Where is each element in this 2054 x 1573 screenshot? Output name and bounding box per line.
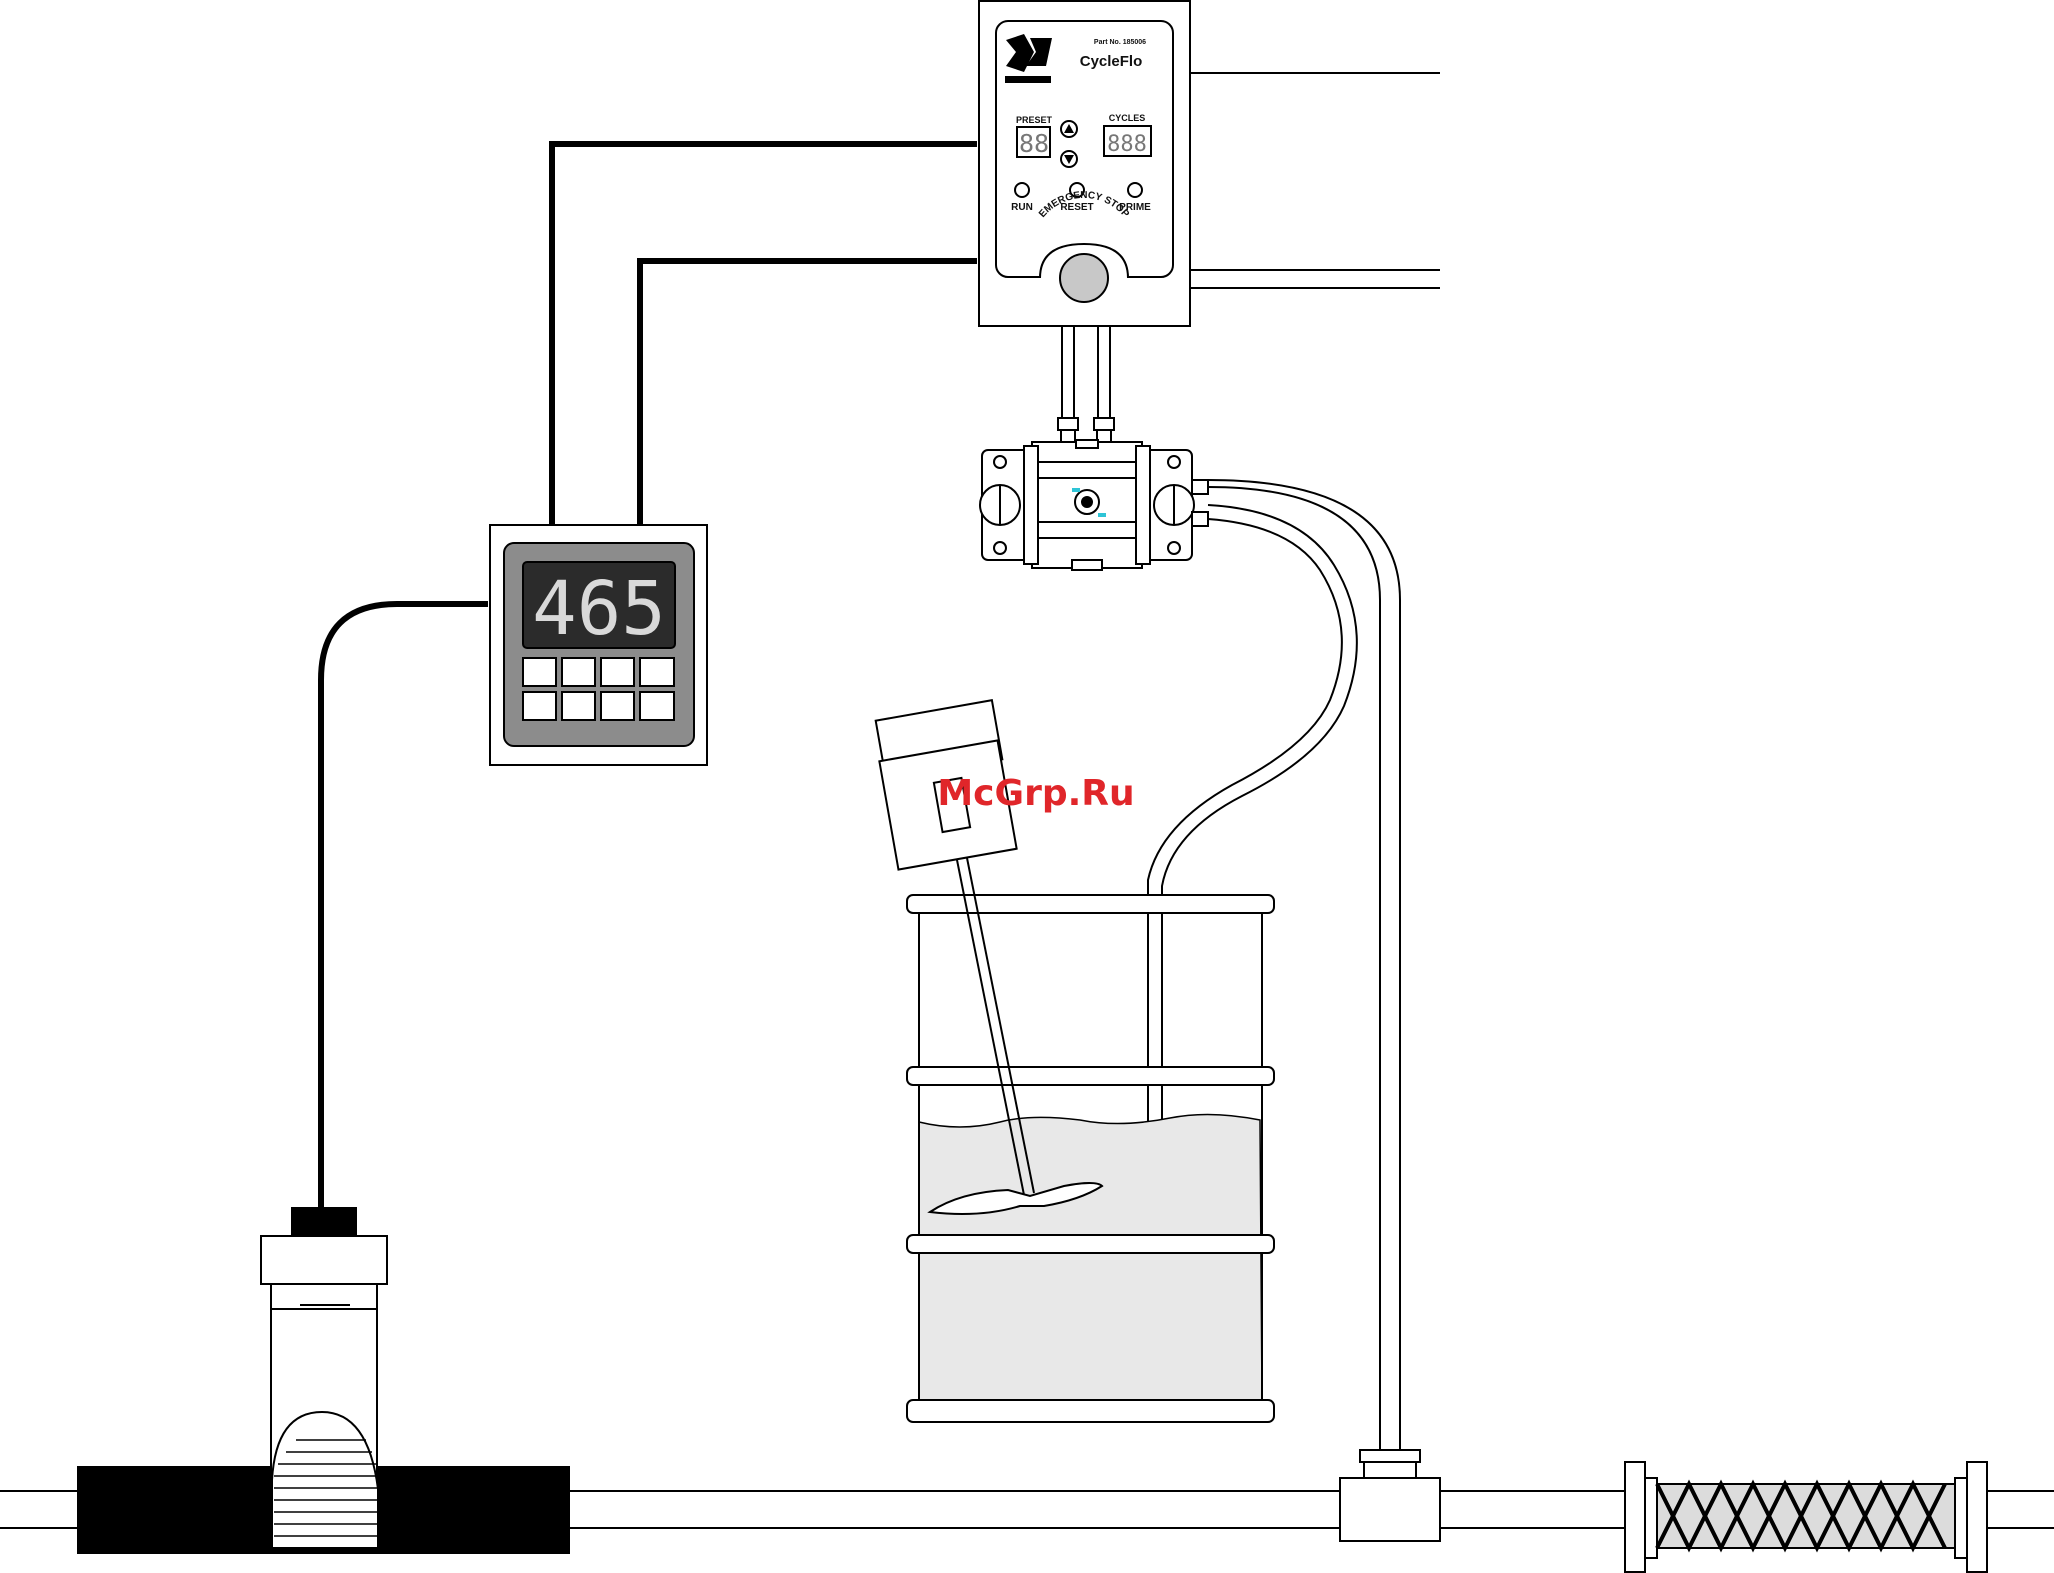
meter-key[interactable] bbox=[562, 658, 595, 686]
controller-to-pump-tubes bbox=[1062, 326, 1110, 418]
static-mixer bbox=[1625, 1462, 1987, 1572]
meter-key[interactable] bbox=[523, 692, 556, 720]
run-label: RUN bbox=[1011, 202, 1033, 213]
preset-label: PRESET bbox=[1016, 115, 1053, 125]
meter-key[interactable] bbox=[640, 658, 674, 686]
controller-part-number: Part No. 185006 bbox=[1094, 39, 1146, 46]
increment-button[interactable] bbox=[1061, 121, 1077, 137]
preset-display-value: 88 bbox=[1019, 129, 1049, 158]
controller-brand: CycleFlo bbox=[1080, 53, 1143, 70]
flow-sensor bbox=[261, 1208, 387, 1548]
diaphragm-pump bbox=[980, 440, 1194, 570]
cycleflo-controller: Part No. 185006 CycleFlo PRESET 88 CYCLE… bbox=[979, 1, 1190, 326]
emergency-stop-button[interactable] bbox=[1060, 254, 1108, 302]
decrement-button[interactable] bbox=[1061, 151, 1077, 167]
drum-fluid bbox=[919, 1114, 1262, 1400]
meter-display-value: 465 bbox=[532, 566, 666, 652]
controller-air-lines bbox=[1190, 73, 1440, 288]
flow-meter: 465 bbox=[490, 525, 707, 765]
run-button[interactable] bbox=[1015, 183, 1029, 197]
meter-key[interactable] bbox=[601, 692, 634, 720]
watermark: McGrp.Ru bbox=[937, 773, 1134, 814]
tee-fitting bbox=[1340, 1450, 1440, 1541]
meter-key[interactable] bbox=[562, 692, 595, 720]
meter-key[interactable] bbox=[640, 692, 674, 720]
cycles-label: CYCLES bbox=[1109, 113, 1146, 123]
prime-button[interactable] bbox=[1128, 183, 1142, 197]
meter-key[interactable] bbox=[601, 658, 634, 686]
cycles-display-value: 888 bbox=[1107, 132, 1147, 157]
meter-key[interactable] bbox=[523, 658, 556, 686]
drum bbox=[907, 895, 1274, 1422]
